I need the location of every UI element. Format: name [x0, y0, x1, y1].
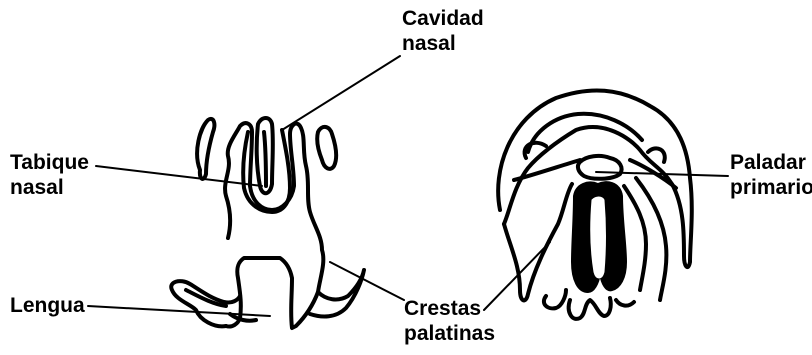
pointer-cavidad-nasal	[282, 56, 400, 130]
pointer-crestas-left	[330, 262, 404, 300]
label-tabique-nasal-line1: Tabique	[10, 150, 89, 175]
pointer-lengua	[88, 306, 270, 316]
label-tabique-nasal: Tabique nasal	[10, 150, 89, 200]
bottom-center-lobes	[569, 298, 611, 319]
bottom-right-lobe	[616, 300, 634, 306]
label-crestas-palatinas-line2: palatinas	[404, 321, 495, 346]
label-cavidad-nasal: Cavidad nasal	[402, 6, 484, 56]
right-oval	[317, 127, 336, 169]
label-paladar-primario-line2: primario	[730, 175, 812, 200]
midline-slit	[591, 197, 606, 278]
label-cavidad-nasal-line1: Cavidad	[402, 6, 484, 31]
label-crestas-palatinas-line1: Crestas	[404, 296, 495, 321]
pointer-tabique-nasal	[96, 166, 262, 186]
bottom-left-lobe	[544, 290, 566, 308]
left-oval	[197, 119, 214, 179]
left-lower-contour	[504, 184, 572, 300]
label-crestas-palatinas: Crestas palatinas	[404, 296, 495, 346]
left-arm	[514, 160, 580, 180]
coronal-section	[171, 118, 364, 328]
label-lengua: Lengua	[10, 293, 85, 318]
palate-view	[498, 90, 692, 318]
primary-palate	[578, 156, 622, 179]
label-paladar-primario-line1: Paladar	[730, 150, 812, 175]
palatal-shelf-right	[310, 270, 364, 316]
label-tabique-nasal-line2: nasal	[10, 175, 89, 200]
pointer-lines	[88, 56, 728, 316]
label-cavidad-nasal-line2: nasal	[402, 31, 484, 56]
tongue	[171, 281, 240, 326]
septum-core	[264, 132, 266, 186]
label-paladar-primario: Paladar primario	[730, 150, 812, 200]
right-inner-contour	[624, 186, 646, 290]
